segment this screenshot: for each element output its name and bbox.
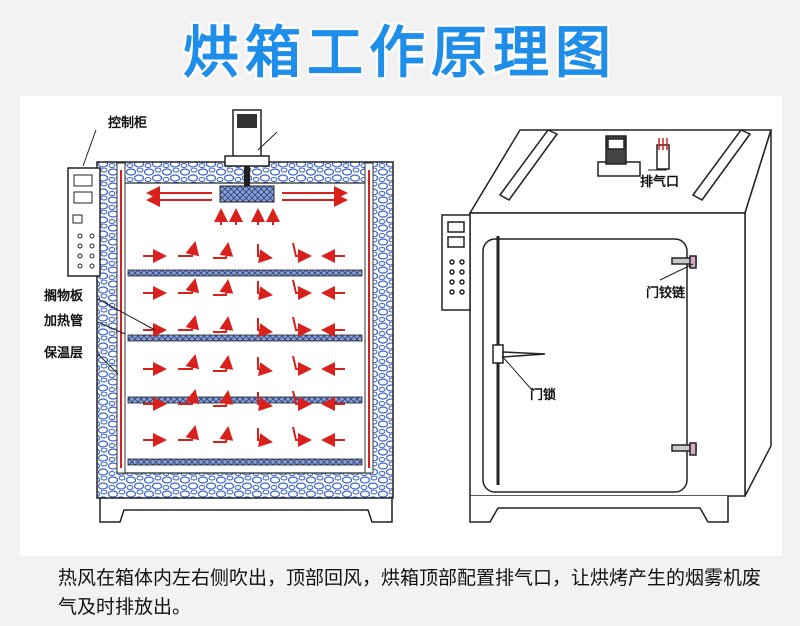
label-control-cabinet: 控制柜: [108, 115, 147, 131]
oven-exterior: [441, 129, 773, 523]
airflow-arrows: [143, 186, 348, 442]
inner-chamber: [119, 182, 371, 474]
oven-cross-section: 控制柜 搁物板 加热管 保温层: [43, 109, 394, 523]
exhaust-port: [656, 138, 670, 170]
label-door-hinge: 门铰链: [646, 285, 686, 301]
control-cabinet: [67, 167, 101, 277]
label-door-lock: 门锁: [530, 387, 556, 403]
label-heating-tube: 加热管: [43, 313, 83, 329]
door-hinges: [671, 255, 697, 456]
shelves: [127, 269, 363, 466]
oven-legs: [99, 496, 393, 523]
top-motor: [597, 135, 641, 177]
exterior-control-cabinet: [441, 214, 471, 311]
heating-tubes: [116, 162, 374, 474]
caption: 热风在箱体内左右侧吹出，顶部回风，烘箱顶部配置排气口，让烘烤产生的烟雾机废气及时…: [58, 567, 762, 618]
label-shelf: 搁物板: [44, 288, 84, 304]
label-exhaust-port: 排气口: [640, 174, 679, 190]
page-title: 烘箱工作原理图: [183, 21, 617, 86]
fan-blade: [219, 185, 275, 203]
label-insulation: 保温层: [43, 345, 83, 361]
